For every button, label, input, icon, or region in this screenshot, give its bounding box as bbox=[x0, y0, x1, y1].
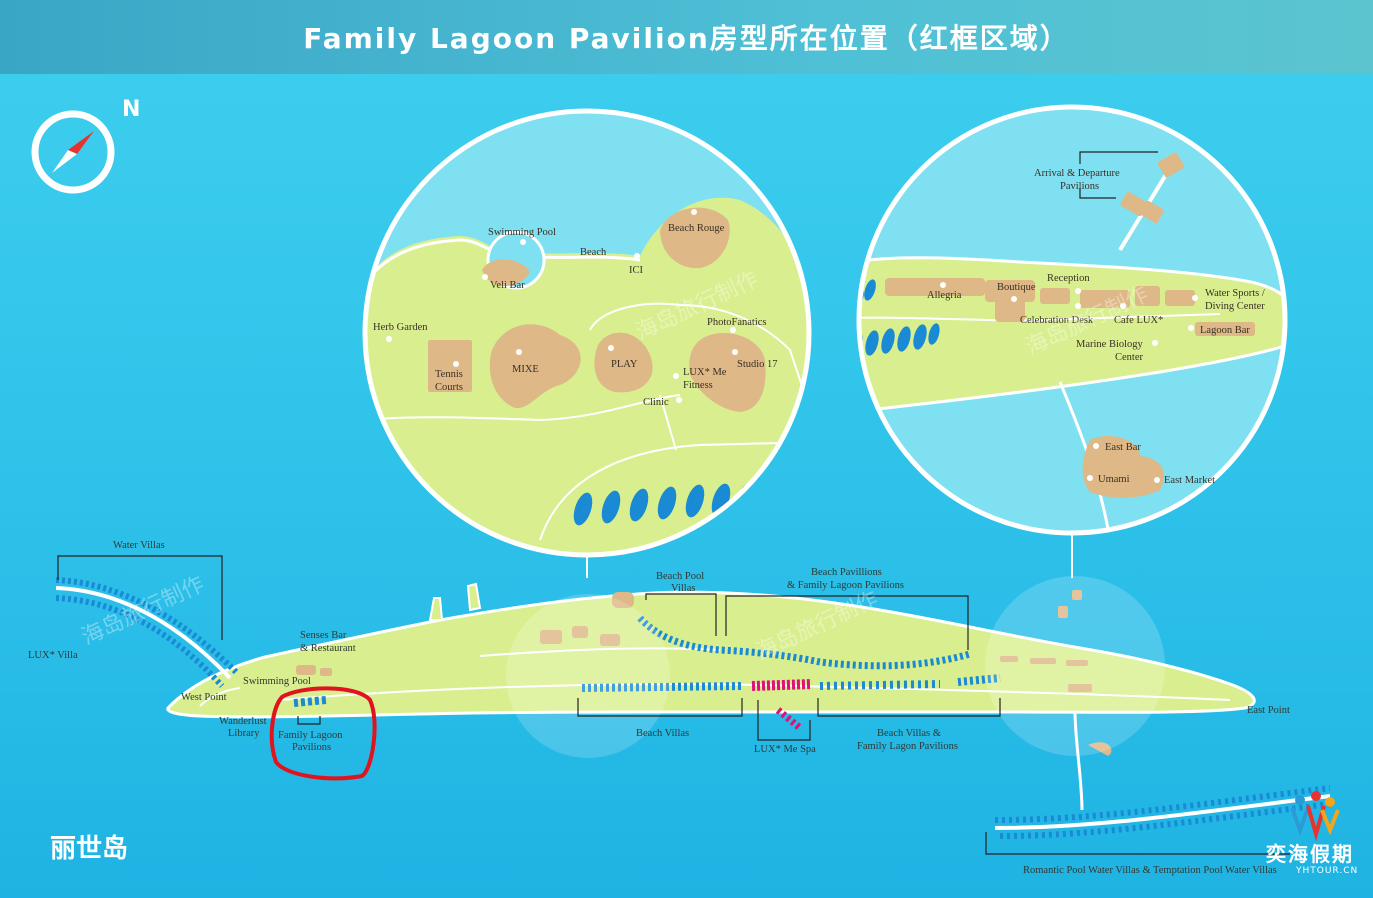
label-family-lagoon-pavilions: & Family Lagoon Pavilions bbox=[787, 580, 904, 591]
zoom-label-lux-me: LUX* Me bbox=[683, 367, 727, 378]
zoom-label-swimming-pool: Swimming Pool bbox=[488, 227, 556, 238]
zoom-label-studio-17: Studio 17 bbox=[737, 359, 778, 370]
island-name: 丽世岛 bbox=[50, 834, 129, 864]
zoom-label-arrival-pavilions: Pavilions bbox=[1060, 181, 1099, 192]
brand-url: YHTOUR.CN bbox=[1296, 866, 1359, 876]
label-lux-villa: LUX* Villa bbox=[28, 650, 78, 661]
zoom-label-clinic: Clinic bbox=[643, 397, 669, 408]
zoom-label-arrival: Arrival & Departure bbox=[1034, 168, 1120, 179]
label-lux-me-spa: LUX* Me Spa bbox=[754, 744, 816, 755]
zoom-circle-left: Swimming Pool Beach Beach Rouge ICI Veli… bbox=[362, 108, 812, 558]
zoom-label-herb-garden: Herb Garden bbox=[373, 322, 428, 333]
zoom-label-east-market: East Market bbox=[1164, 475, 1215, 486]
zoom-label-play: PLAY bbox=[611, 359, 638, 370]
main-map-labels: Water Villas LUX* Villa Senses Bar & Res… bbox=[28, 540, 1290, 876]
zoom-label-ici: ICI bbox=[629, 265, 644, 276]
label-senses-bar: Senses Bar bbox=[300, 630, 347, 641]
label-beach-pavillions: Beach Pavillions bbox=[811, 567, 882, 578]
spa-highlight bbox=[751, 679, 813, 731]
label-wanderlust: Wanderlust bbox=[219, 716, 267, 727]
label-east-point: East Point bbox=[1247, 705, 1290, 716]
water-villas-jetty bbox=[55, 577, 239, 689]
label-senses-restaurant: & Restaurant bbox=[300, 643, 356, 654]
label-villas: Villas bbox=[671, 583, 695, 594]
title-bar: Family Lagoon Pavilion房型所在位置（红框区域） bbox=[0, 0, 1373, 74]
compass-north-label: N bbox=[122, 97, 141, 122]
zoom-label-marine-center: Center bbox=[1115, 352, 1143, 363]
zoom-label-water-sports: Water Sports / bbox=[1205, 288, 1265, 299]
zoom-label-beach: Beach bbox=[580, 247, 607, 258]
zoom-label-beach-rouge: Beach Rouge bbox=[668, 223, 725, 234]
label-beach-pool: Beach Pool bbox=[656, 571, 704, 582]
zoom-label-boutique: Boutique bbox=[997, 282, 1036, 293]
label-family-lagoon: Family Lagoon bbox=[278, 730, 343, 741]
label-family-lagon-pavilions: Family Lagon Pavilions bbox=[857, 741, 958, 752]
east-jetty bbox=[994, 711, 1331, 839]
label-library: Library bbox=[228, 728, 260, 739]
brand-logo bbox=[1290, 791, 1340, 842]
zoom-circle-right: Arrival & Departure Pavilions Reception … bbox=[856, 104, 1288, 536]
label-brackets bbox=[57, 555, 1290, 855]
zoom-label-allegria: Allegria bbox=[927, 290, 962, 301]
zoom-label-fitness: Fitness bbox=[683, 380, 713, 391]
zoom-label-photofanatics: PhotoFanatics bbox=[707, 317, 767, 328]
label-water-villas: Water Villas bbox=[113, 540, 165, 551]
zoom-label-marine-biology: Marine Biology bbox=[1076, 339, 1144, 350]
zoom-halo-right bbox=[985, 576, 1165, 756]
label-pavilions: Pavilions bbox=[292, 742, 331, 753]
villa-rows bbox=[293, 615, 1001, 707]
zoom-label-umami: Umami bbox=[1098, 474, 1130, 485]
label-beach-villas: Beach Villas bbox=[636, 728, 689, 739]
family-lagoon-highlight-marker bbox=[269, 686, 377, 781]
label-romantic-pool: Romantic Pool Water Villas & Temptation … bbox=[1023, 865, 1277, 876]
zoom-label-tennis: Tennis bbox=[435, 369, 463, 380]
zoom-label-lagoon-bar: Lagoon Bar bbox=[1200, 325, 1250, 336]
zoom-label-diving-center: Diving Center bbox=[1205, 301, 1265, 312]
zoom-label-east-bar: East Bar bbox=[1105, 442, 1141, 453]
label-beach-villas-and: Beach Villas & bbox=[877, 728, 941, 739]
label-swimming-pool: Swimming Pool bbox=[243, 676, 311, 687]
main-island bbox=[166, 582, 1256, 719]
zoom-label-celebration-desk: Celebration Desk bbox=[1020, 315, 1094, 326]
zoom-halo-left bbox=[506, 594, 670, 758]
zoom-label-veli-bar: Veli Bar bbox=[490, 280, 525, 291]
zoom-label-reception: Reception bbox=[1047, 273, 1090, 284]
page-title: Family Lagoon Pavilion房型所在位置（红框区域） bbox=[303, 22, 1070, 55]
compass-icon bbox=[31, 110, 115, 194]
brand-name: 奕海假期 bbox=[1266, 842, 1354, 866]
zoom-label-courts: Courts bbox=[435, 382, 463, 393]
zoom-label-cafe-lux: Cafe LUX* bbox=[1114, 315, 1163, 326]
zoom-label-mixe: MIXE bbox=[512, 364, 539, 375]
label-west-point: West Point bbox=[181, 692, 227, 703]
